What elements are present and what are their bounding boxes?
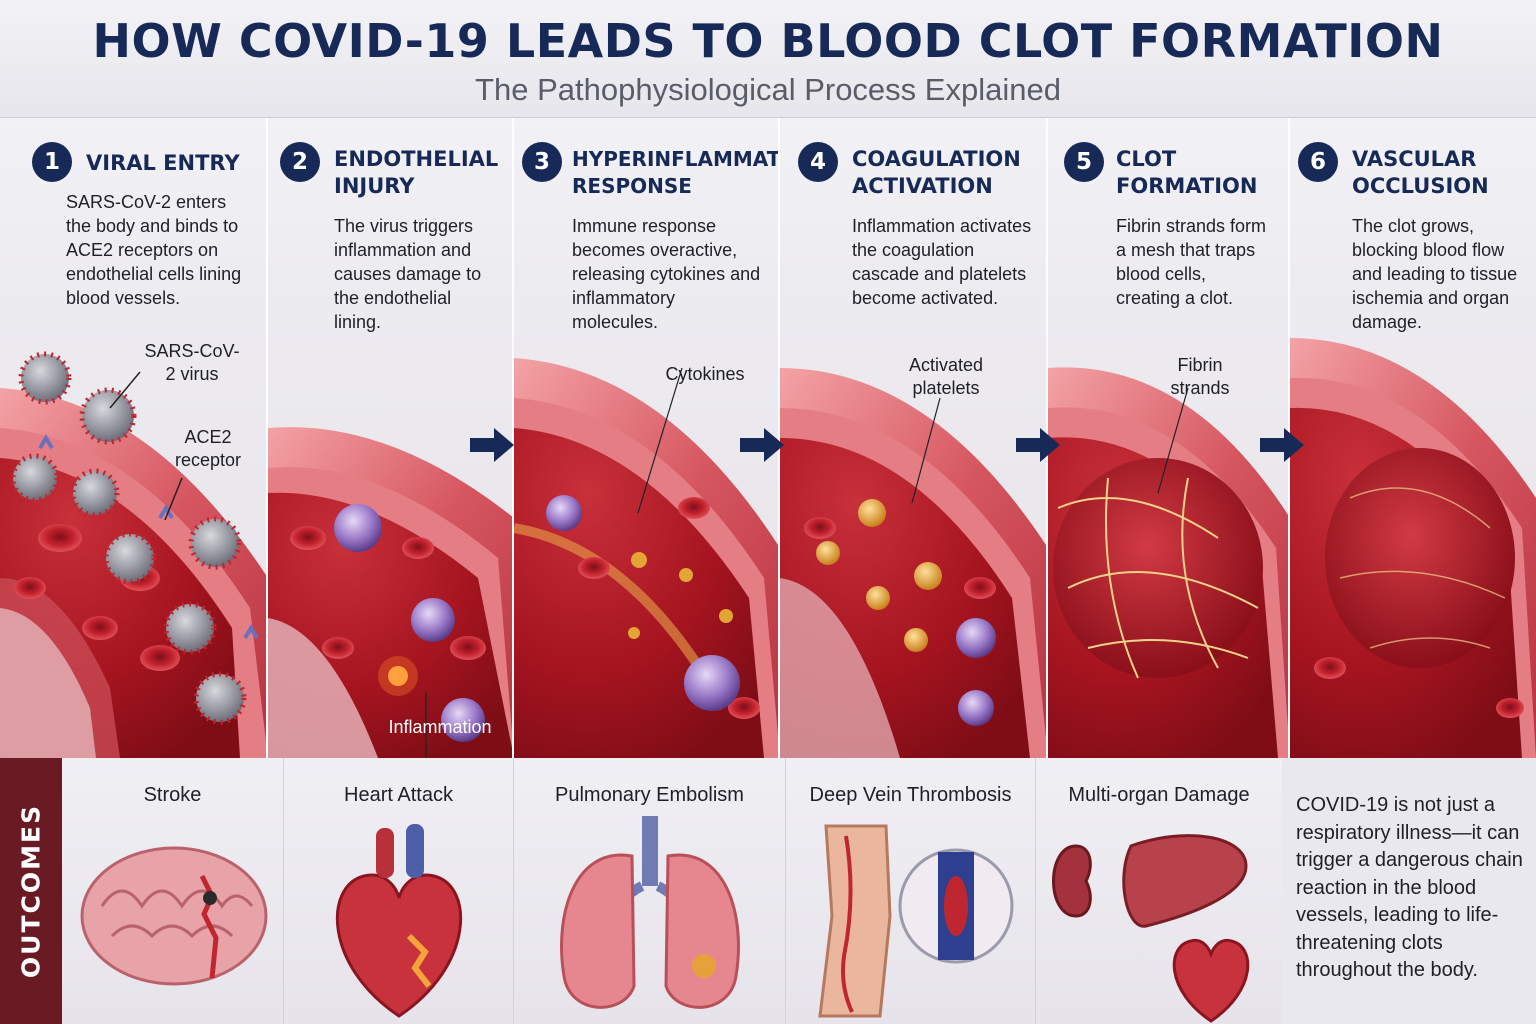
arrow-right-icon [1016, 428, 1060, 462]
step-description: Fibrin strands form a mesh that traps bl… [1116, 216, 1267, 308]
step-title: COAGULATION ACTIVATION [852, 147, 1021, 198]
inflammation-spark-icon [378, 656, 418, 696]
outcomes-label: OUTCOMES [16, 803, 46, 979]
outcome-title: Heart Attack [344, 784, 453, 806]
clot-mesh-icon [1053, 458, 1263, 679]
vessel-illustration [514, 328, 778, 758]
platelet-icon [816, 499, 942, 652]
immune-cell-icon [956, 618, 996, 726]
step-clot-formation: 5 CLOT FORMATION Fibrin strands form a m… [1048, 118, 1290, 758]
callout-cytokines: Cytokines [665, 364, 745, 384]
step-title: VASCULAR OCCLUSION [1352, 147, 1489, 198]
outcome-pulmonary-embolism: Pulmonary Embolism [514, 758, 786, 1024]
outcomes-section: OUTCOMES Stroke Heart Attack Pulmonary E… [0, 758, 1536, 1024]
step-viral-entry: 1 VIRAL ENTRY SARS-CoV-2 enters the body… [0, 118, 268, 758]
step-title: VIRAL ENTRY [86, 151, 240, 175]
header: HOW COVID-19 LEADS TO BLOOD CLOT FORMATI… [0, 0, 1536, 118]
ace2-receptor-icon [38, 434, 259, 640]
virus-icon [10, 351, 247, 725]
vessel-illustration [1048, 328, 1288, 758]
outcome-heart-attack: Heart Attack [284, 758, 514, 1024]
vessel-illustration [1290, 328, 1536, 758]
leg-vein-icon [818, 824, 1014, 1018]
outcome-title: Multi-organ Damage [1068, 784, 1250, 806]
outcome-stroke: Stroke [62, 758, 284, 1024]
step-title: HYPERINFLAMMATORY RESPONSE [572, 147, 780, 198]
callout-activated-platelets: Activated platelets [908, 355, 984, 398]
step-number: 1 [32, 142, 72, 182]
step-coagulation-activation: 4 COAGULATION ACTIVATION Inflammation ac… [780, 118, 1048, 758]
step-number: 3 [522, 142, 562, 182]
outcome-title: Deep Vein Thrombosis [809, 784, 1012, 806]
step-title: ENDOTHELIAL INJURY [334, 147, 499, 198]
outcomes-bar: OUTCOMES [0, 758, 62, 1024]
callout-fibrin-strands: Fibrin strands [1170, 355, 1230, 398]
outcome-title: Stroke [143, 784, 202, 806]
arrow-right-icon [740, 428, 784, 462]
step-description: The clot grows, blocking blood flow and … [1352, 216, 1518, 332]
brain-icon [80, 846, 268, 986]
arrow-right-icon [470, 428, 514, 462]
heart-icon [335, 824, 463, 1018]
step-description: Immune response becomes overactive, rele… [572, 216, 761, 332]
occluding-clot-icon [1325, 448, 1515, 668]
step-description: Inflammation activates the coagulation c… [852, 216, 1032, 308]
step-number: 5 [1064, 142, 1104, 182]
arrow-right-icon [1260, 428, 1304, 462]
vessel-illustration [268, 328, 512, 758]
outcome-multi-organ-damage: Multi-organ Damage [1036, 758, 1282, 1024]
cytokine-icon [628, 552, 733, 639]
step-number: 2 [280, 142, 320, 182]
outcome-title: Pulmonary Embolism [555, 784, 744, 806]
step-number: 4 [798, 142, 838, 182]
vessel-illustration [780, 328, 1046, 758]
step-hyperinflammatory-response: 3 HYPERINFLAMMATORY RESPONSE Immune resp… [514, 118, 780, 758]
summary-text: COVID-19 is not just a respiratory illne… [1296, 794, 1523, 981]
process-steps: 1 VIRAL ENTRY SARS-CoV-2 enters the body… [0, 118, 1536, 758]
immune-cell-icon [546, 495, 740, 711]
step-number: 6 [1298, 142, 1338, 182]
step-vascular-occlusion: 6 VASCULAR OCCLUSION The clot grows, blo… [1290, 118, 1536, 758]
lungs-icon [560, 816, 740, 1009]
organs-icon [1052, 834, 1250, 1023]
vessel-illustration [0, 328, 266, 758]
callout-inflammation: Inflammation [388, 717, 492, 737]
immune-cell-icon [334, 504, 485, 742]
step-description: SARS-CoV-2 enters the body and binds to … [66, 192, 242, 308]
page-subtitle: The Pathophysiological Process Explained [475, 72, 1061, 107]
page-title: HOW COVID-19 LEADS TO BLOOD CLOT FORMATI… [92, 14, 1444, 68]
step-endothelial-injury: 2 ENDOTHELIAL INJURY The virus triggers … [268, 118, 514, 758]
callout-virus: SARS-CoV-2 virus [144, 341, 240, 384]
outcome-deep-vein-thrombosis: Deep Vein Thrombosis [786, 758, 1036, 1024]
step-title: CLOT FORMATION [1116, 147, 1258, 198]
callout-ace2: ACE2 receptor [174, 427, 242, 470]
step-description: The virus triggers inflammation and caus… [334, 216, 482, 332]
